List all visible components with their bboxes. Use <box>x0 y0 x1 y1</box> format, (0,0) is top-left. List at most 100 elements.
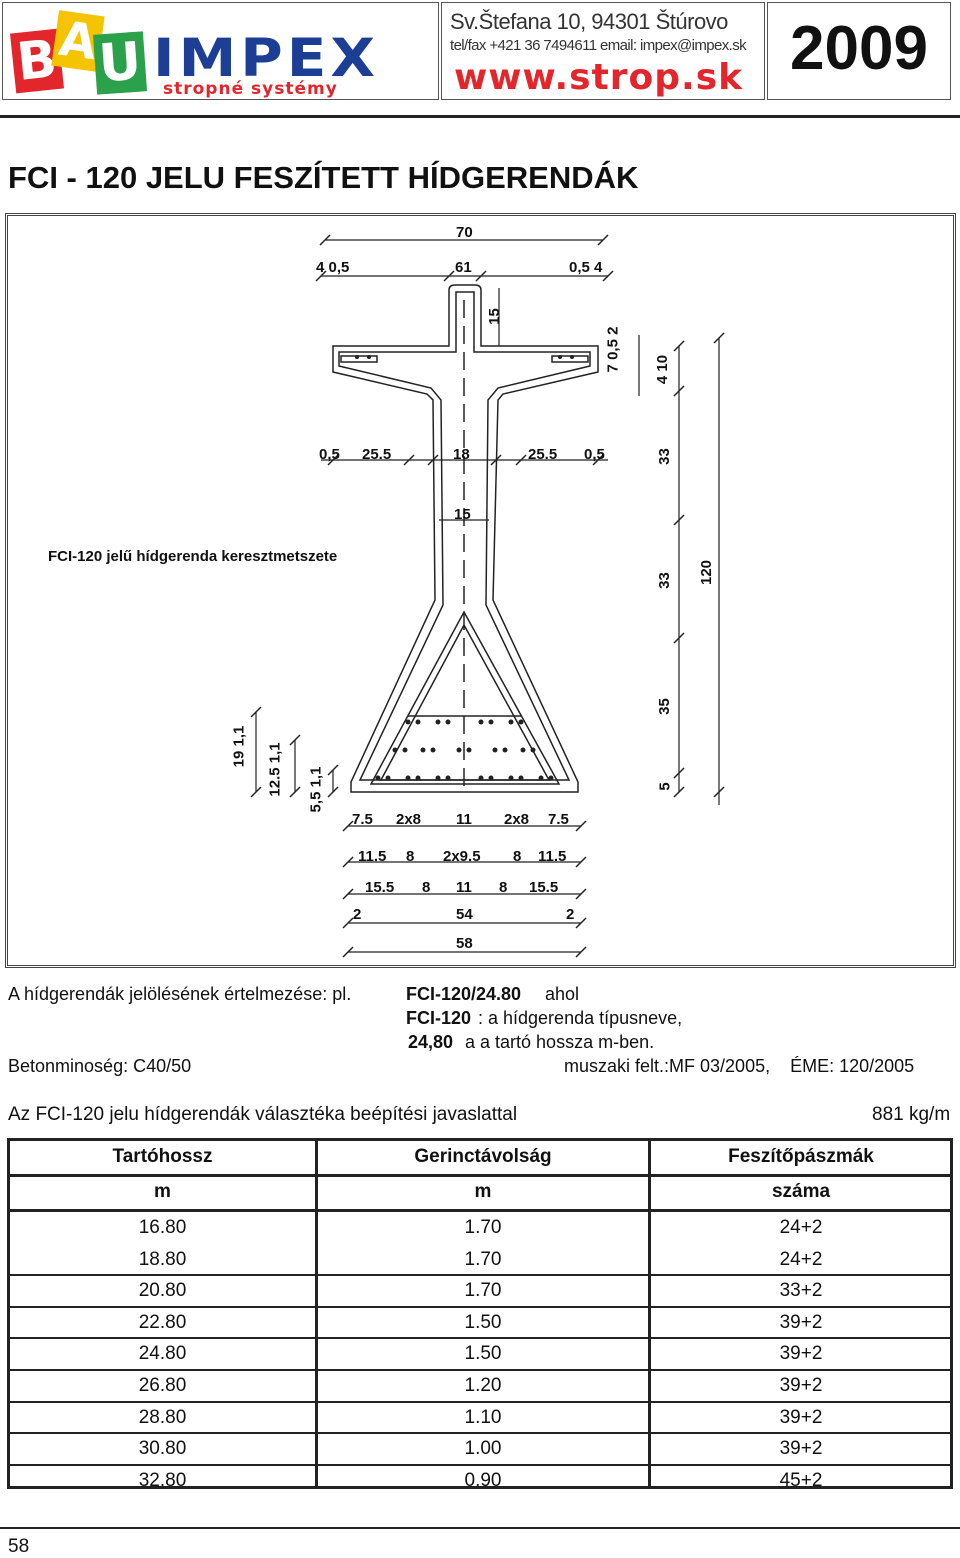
row-separator <box>10 1369 950 1371</box>
col-header-spacing: Gerinctávolság <box>414 1146 552 1167</box>
dim-flange-3: 25.5 <box>528 446 558 463</box>
table-cell: 32.80 <box>138 1469 187 1491</box>
logo-word: IMPEX <box>153 27 380 89</box>
logo-box: B A U IMPEX stropné systémy <box>2 2 439 100</box>
table-cell: 18.80 <box>138 1248 187 1270</box>
dim-right-height-4: 5 <box>656 782 674 791</box>
contact-text: tel/fax +421 36 7494611 email: impex@imp… <box>450 37 747 54</box>
drawing-caption: FCI-120 jelű hídgerenda keresztmetszete <box>48 548 338 565</box>
dim-total-height: 120 <box>698 559 716 586</box>
dim-right-small-a: 7 0,5 2 <box>604 326 622 373</box>
col-unit-strands: száma <box>771 1181 831 1202</box>
notes-line2-b: FCI-120 <box>406 1008 472 1028</box>
dim-left-3: 5,5 1,1 <box>307 766 325 813</box>
selection-heading: Az FCI-120 jelu hídgerendák választéka b… <box>8 1104 518 1125</box>
dim-left-2: 12.5 1,1 <box>266 742 284 797</box>
stirrup-inner <box>379 623 551 781</box>
dim-top-left: 4 0,5 <box>316 259 350 276</box>
dim-web-width: 15 <box>454 506 471 523</box>
year-box: 2009 <box>767 2 951 100</box>
dim-top-center: 61 <box>455 259 472 276</box>
table-cell: 1.10 <box>464 1406 502 1428</box>
dim-top-right: 0,5 4 <box>569 259 603 276</box>
dim-bottom-r2-1: 8 <box>406 848 415 865</box>
logo-subtitle: stropné systémy <box>163 79 338 99</box>
table-cell: 0.90 <box>464 1469 502 1491</box>
dim-bottom-r4-2: 2 <box>566 906 575 923</box>
dim-right-height-3: 35 <box>655 698 673 715</box>
row-separator <box>10 1463 950 1466</box>
header-divider-2 <box>10 1209 950 1212</box>
table-cell: 39+2 <box>779 1311 823 1333</box>
col-header-strands: Feszítőpászmák <box>728 1146 874 1167</box>
col-divider-body <box>648 1211 651 1486</box>
dim-right-height-1: 33 <box>655 448 673 465</box>
dim-bottom-r2-3: 8 <box>513 848 522 865</box>
table-cell: 26.80 <box>138 1375 187 1396</box>
dimension-lines <box>255 239 720 953</box>
row-separator <box>10 1400 950 1403</box>
dim-web-top: 15 <box>485 308 503 325</box>
standard-ref: muszaki felt.:MF 03/2005, ÉME: 120/2005 <box>564 1056 915 1076</box>
website-link[interactable]: www.strop.sk <box>454 57 744 98</box>
dim-bottom-r3-0: 15.5 <box>365 879 395 896</box>
col-unit-length: m <box>154 1181 171 1202</box>
dim-bottom-r3-1: 8 <box>422 879 431 896</box>
col-divider-body <box>315 1211 318 1486</box>
table-cell: 1.20 <box>464 1375 502 1396</box>
dim-bottom-r3-2: 11 <box>456 879 472 896</box>
flange-rebar-right <box>551 355 589 363</box>
notes-line3-c: a a tartó hossza m-ben. <box>465 1032 655 1052</box>
table-cell: 1.70 <box>464 1248 502 1270</box>
year-text: 2009 <box>790 14 928 83</box>
table-cell: 1.50 <box>464 1343 502 1365</box>
logo-letter-u: U <box>92 31 148 95</box>
address-text: Sv.Štefana 10, 94301 Štúrovo <box>450 9 728 34</box>
table-cell: 24.80 <box>138 1343 187 1365</box>
flange-rebar-left <box>340 355 378 363</box>
dim-left-1: 19 1,1 <box>230 725 248 768</box>
dim-bottom-r1-2: 11 <box>456 811 472 828</box>
row-separator <box>10 1305 950 1308</box>
dim-flange-2: 18 <box>453 446 470 463</box>
table-cell: 1.70 <box>464 1217 502 1238</box>
dim-bottom-r2-0: 11.5 <box>358 848 387 865</box>
table-cell: 33+2 <box>779 1280 823 1302</box>
header-divider-1 <box>10 1174 950 1177</box>
dim-bottom-r3-4: 15.5 <box>529 879 559 896</box>
contact-box: Sv.Štefana 10, 94301 Štúrovo tel/fax +42… <box>441 2 765 100</box>
table-cell: 22.80 <box>138 1311 187 1333</box>
table-cell: 24+2 <box>779 1217 823 1238</box>
table-cell: 1.50 <box>464 1311 502 1333</box>
table-cell: 1.00 <box>464 1438 502 1460</box>
unit-weight: 881 kg/m <box>872 1104 951 1125</box>
dim-bottom-r1-3: 2x8 <box>504 811 530 828</box>
page-title: FCI - 120 JELU FESZÍTETT HÍDGERENDÁK <box>8 160 639 195</box>
table-cell: 39+2 <box>779 1375 823 1396</box>
table-cell: 16.80 <box>138 1217 187 1238</box>
strand-dots <box>355 355 574 781</box>
dim-bottom-r2-4: 11.5 <box>538 848 567 865</box>
beam-inner-outline <box>338 291 591 781</box>
page-number: 58 <box>8 1536 30 1557</box>
table-cell: 39+2 <box>779 1343 823 1365</box>
dim-flange-1: 25.5 <box>362 446 392 463</box>
table-cell: 20.80 <box>138 1280 187 1302</box>
dim-bottom-r1-1: 2x8 <box>396 811 422 828</box>
notes-line1-b: FCI-120/24.80 <box>406 984 522 1004</box>
dim-bottom-r4-1: 54 <box>456 906 473 923</box>
table-cell: 24+2 <box>779 1248 823 1270</box>
drawing-frame: 70 4 0,5 61 0,5 4 15 7 0,5 2 4 10 0,5 25… <box>5 213 956 968</box>
header-rule <box>0 115 960 118</box>
dim-bottom-r1-4: 7.5 <box>548 811 569 828</box>
table-cell: 39+2 <box>779 1438 823 1460</box>
dim-flange-4: 0,5 <box>584 446 605 463</box>
table-cell: 30.80 <box>138 1438 187 1460</box>
notes-line1-a: A hídgerendák jelölésének értelmezése: p… <box>8 984 352 1004</box>
table-cell: 45+2 <box>779 1469 823 1491</box>
dimension-ticks <box>250 234 725 958</box>
notes-line2-c: : a hídgerenda típusneve, <box>478 1008 683 1028</box>
spec-table: Tartóhossz Gerinctávolság Feszítőpászmák… <box>7 1138 953 1491</box>
row-separator <box>10 1432 950 1435</box>
col-header-length: Tartóhossz <box>112 1146 213 1167</box>
